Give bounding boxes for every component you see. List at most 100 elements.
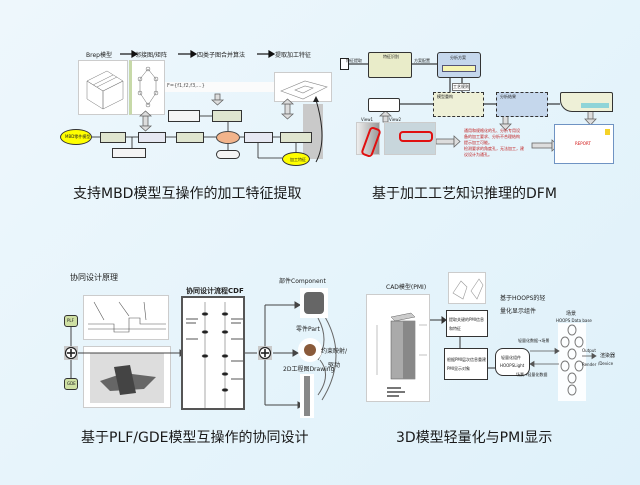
db-subtitle: HOOPS Data base: [556, 318, 592, 323]
view1-image: View1: [356, 117, 382, 159]
flow-box: [244, 132, 273, 143]
tag-gde-label: GDE: [67, 381, 76, 386]
note-line: 检测要求的角度孔，无法加工，建议设计为通孔。: [464, 146, 524, 157]
principle-image-top: [83, 295, 169, 340]
pmi-thumbnail: [448, 272, 486, 304]
caption-collaborative: 基于PLF/GDE模型互操作的协同设计: [81, 430, 309, 446]
report-label: REPORT: [575, 141, 591, 146]
brep-model-image: [78, 60, 128, 115]
component-image: [300, 288, 328, 318]
output-component-label: 部件Component: [279, 278, 326, 285]
adjacency-graph-image: [129, 60, 165, 115]
view2-label: View2: [389, 117, 402, 122]
highlight-ring: [360, 125, 382, 159]
dfm-node-feature: 特征识别: [368, 52, 412, 78]
scene-tree: [560, 324, 584, 396]
component-box-label: 轻量化组件: [501, 355, 521, 360]
lightweight-component-box: 轻量化组件 HOOPSLight: [495, 348, 530, 376]
dfm-node-label: 分析结果: [500, 94, 516, 99]
cad-model-image: [366, 294, 430, 402]
dfm-node-label: 模型重构: [437, 94, 453, 99]
step-extract: 提取关键的PMI信息和特征: [446, 310, 488, 337]
flow-box: [176, 132, 204, 143]
flow-box: [212, 110, 242, 122]
lightweight-connectors: [430, 316, 597, 396]
merge-node: [216, 131, 240, 144]
drawing-image: [300, 374, 314, 418]
dfm-notes: 通用和规格化的孔、分析专用设 备的加工要求、分析不合理结构 提示加工可能。 检测…: [464, 128, 534, 158]
arrow-bottom-label: 场景→轻量化数据: [516, 372, 548, 377]
view2-image: View2: [384, 117, 436, 155]
panel-feature-extraction: Brep模型 邻接图/矩阵 四类子图合并算法 提取加工特征: [60, 40, 335, 175]
output-drawing-label: 2D工程图Drawing: [283, 366, 335, 373]
final-node-label: 加工特征: [290, 157, 306, 162]
note-line: 备的加工要求、分析不合理结构: [464, 134, 520, 139]
step-rebuild-label: 根据PMI层次信息重建PMI显示对象: [447, 357, 487, 371]
flow-connectors: [92, 115, 297, 159]
tag-plf: PLF: [64, 315, 78, 327]
renderer-label: 渲染器: [600, 353, 616, 359]
caption-feature-extraction: 支持MBD模型互操作的加工特征提取: [73, 186, 302, 202]
dfm-node-result: 分析结果: [496, 92, 548, 117]
part-image: [298, 338, 322, 362]
report-window: REPORT: [554, 124, 614, 164]
formula-bar: F={f1,f2,f3,...}: [165, 82, 275, 92]
dfm-node-label: 特征识别: [383, 54, 399, 59]
edge-label-config: 方案配置: [414, 58, 430, 63]
feature-result-image: [274, 72, 332, 102]
flow-box: [168, 110, 200, 122]
dfm-node-plan: 分析方案: [437, 52, 481, 78]
note-line: 通用和规格化的孔、分析专用设: [464, 128, 520, 133]
output-label: Output: [582, 348, 596, 353]
tag-plf-label: PLF: [67, 318, 74, 323]
edge-label-feature: 特征提取: [346, 58, 362, 63]
document-icon: [340, 58, 349, 70]
dfm-node-label: 分析方案: [450, 55, 466, 60]
step-rebuild: 根据PMI层次信息重建PMI显示对象: [444, 348, 488, 380]
principle-image-bottom: [83, 346, 171, 408]
pipeline-step-4: 提取加工特征: [275, 52, 312, 59]
collab-connectors: [64, 301, 337, 409]
db-title: 场景: [566, 311, 577, 317]
model-io-icon: [368, 98, 400, 112]
component-box-sublabel: HOOPSLight: [500, 363, 525, 368]
render-label: Render: [582, 362, 597, 367]
device-label: /Device: [598, 361, 614, 366]
relation-label: 约束映射/驱动: [320, 348, 348, 369]
start-node: MBD零件模型: [60, 129, 92, 145]
dfm-node-report: [560, 92, 613, 112]
panel-dfm: 特征提取 特征识别 方案配置 分析方案 工艺规则 模型重构 分析结果 View1…: [340, 20, 630, 175]
caption-lightweight: 3D模型轻量化与PMI显示: [396, 430, 553, 446]
note-line: 提示加工可能。: [464, 140, 492, 145]
flow-title: 协同设计流程CDF: [186, 287, 244, 295]
flow-box: [100, 132, 126, 143]
report-flag: [605, 129, 610, 135]
edge-label-rule: 工艺规则: [452, 83, 470, 91]
component-title: 基于HOOPS的轻量化显示组件: [500, 295, 546, 315]
formula-text: F={f1,f2,f3,...}: [167, 83, 205, 89]
view1-label: View1: [361, 117, 374, 122]
output-part-label: 零件Part: [296, 326, 320, 333]
start-node-label: MBD零件模型: [65, 134, 91, 139]
dfm-connectors: [346, 63, 597, 152]
flow-box: [138, 132, 166, 143]
report-inner-bar: [581, 103, 609, 108]
tag-gde: GDE: [64, 378, 78, 390]
plan-inner-bar: [442, 65, 476, 72]
rule-node: [216, 150, 240, 159]
flow-box: [280, 132, 312, 143]
highlight-ring: [399, 131, 433, 142]
flow-box: [112, 148, 146, 158]
caption-dfm: 基于加工工艺知识推理的DFM: [372, 186, 557, 202]
dfm-node-rebuild: 模型重构: [433, 92, 484, 117]
panel-lightweight: CAD模型(PMI): [360, 260, 630, 420]
pipeline-step-1: Brep模型: [86, 52, 112, 59]
cdf-flow-chart: [181, 296, 245, 410]
panel-collaborative: 协同设计原理 PLF GDE: [60, 260, 360, 420]
final-node: 加工特征: [282, 152, 310, 166]
pipeline-step-3: 四类子图合并算法: [197, 52, 246, 59]
cad-title: CAD模型(PMI): [386, 284, 427, 291]
vertical-arrows: [138, 93, 323, 163]
collab-title: 协同设计原理: [70, 273, 118, 282]
arrow-top-label: 轻量化数据→场景: [518, 338, 550, 343]
